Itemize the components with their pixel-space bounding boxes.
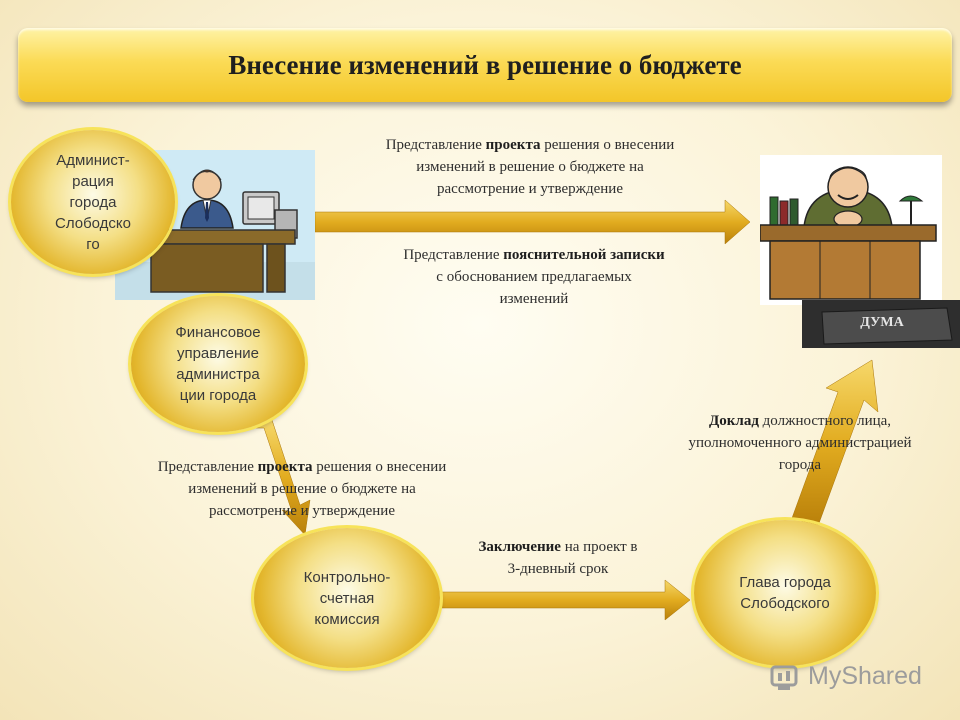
- official-illustration: [760, 155, 942, 305]
- watermark: MyShared: [768, 656, 938, 696]
- watermark-text: MyShared: [808, 661, 922, 690]
- node-head: Глава города Слободского: [694, 520, 876, 666]
- label-project-to-control: Представление проекта решения о внесении…: [157, 459, 447, 519]
- title-bar: Внесение изменений в решение о бюджете: [18, 28, 952, 102]
- myshared-logo-icon: [770, 665, 798, 690]
- arrow-head-to-duma: [791, 359, 879, 527]
- page-title: Внесение изменений в решение о бюджете: [228, 49, 742, 80]
- node-admin: Админист- рация города Слободско го: [11, 130, 175, 274]
- arrow-control-to-head: [441, 579, 691, 621]
- duma-sign: ДУМА: [802, 300, 960, 348]
- label-project-to-duma: Представление проекта решения о внесении…: [385, 137, 675, 197]
- label-report: Доклад должностного лица, уполномоченног…: [688, 413, 912, 473]
- arrow-admin-to-duma: [314, 199, 751, 245]
- node-control: Контрольно- счетная комиссия: [254, 528, 440, 668]
- duma-sign-text: ДУМА: [860, 315, 904, 330]
- node-finance: Финансовое управление администра ции гор…: [131, 296, 305, 432]
- label-explanatory-note: Представление пояснительной записки с об…: [403, 247, 665, 307]
- label-conclusion: Заключение на проект в 3-дневный срок: [478, 539, 638, 577]
